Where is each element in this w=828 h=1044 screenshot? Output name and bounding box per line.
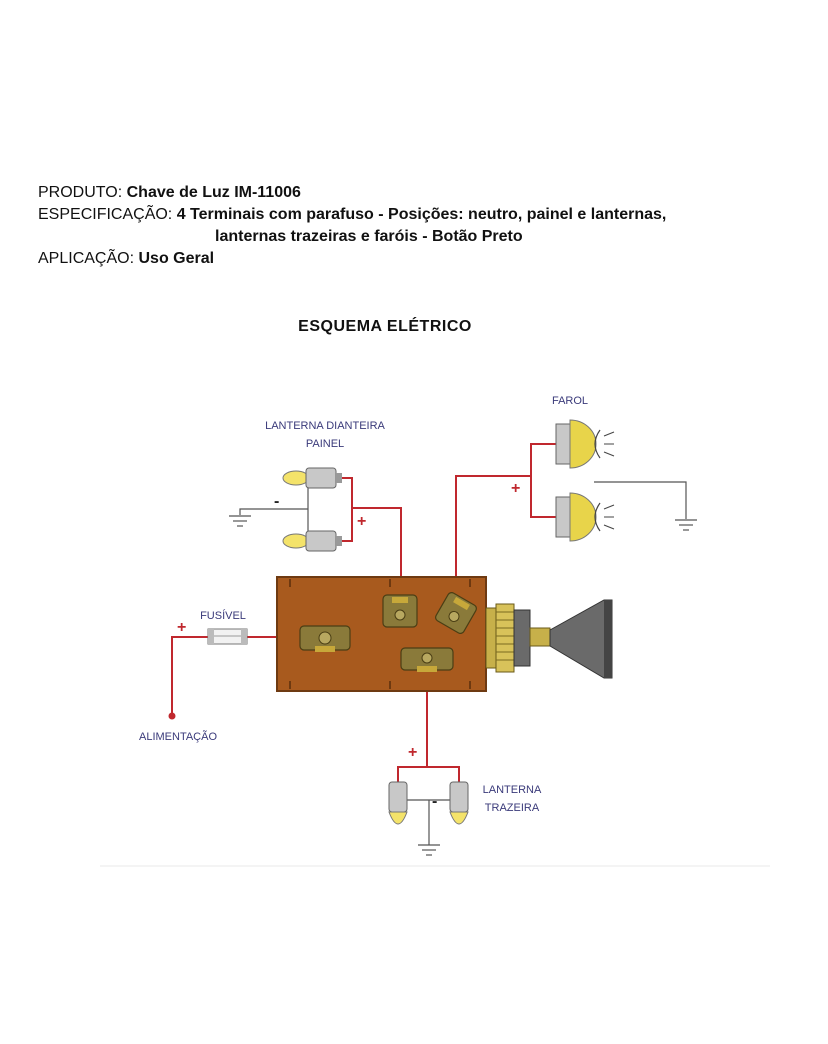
diagram-title: ESQUEMA ELÉTRICO [298,318,472,335]
label-alimentacao: ALIMENTAÇÃO [139,730,217,743]
terminal-left [299,625,351,652]
ground-wires [239,478,687,845]
wire-rear [397,686,428,782]
front-lamp-top [282,467,342,489]
terminal-bottom [400,647,454,672]
rear-lamp-right [449,781,469,825]
sign-minus-front: - [274,493,279,510]
wires [171,443,556,782]
sign-plus-alimentacao: + [177,619,186,636]
label-lanterna-dianteira: LANTERNA DIANTEIRA [265,420,385,432]
wire-alimentacao [171,636,208,716]
especificacao-row: ESPECIFICAÇÃO: 4 Terminais com parafuso … [38,204,666,226]
terminal-top-left [382,594,418,628]
produto-label: PRODUTO: [38,184,123,201]
wire-rear-right [427,766,460,782]
wire-farol-lower [530,476,556,518]
label-farol: FAROL [552,395,588,407]
switch-knob [485,599,613,679]
front-lamp-bottom [282,530,342,552]
wire-front-lamp-top [342,477,402,584]
aplicacao-row: APLICAÇÃO: Uso Geral [38,248,666,270]
sign-plus-rear: + [408,744,417,761]
ground-symbol-rear [418,844,440,856]
produto-value: Chave de Luz IM-11006 [126,184,301,201]
fuse [207,628,248,645]
ground-rear [405,799,452,845]
especificacao-value-1: 4 Terminais com parafuso - Posições: neu… [176,206,667,223]
produto-row: PRODUTO: Chave de Luz IM-11006 [38,182,666,204]
alimentacao-dot [168,712,176,720]
aplicacao-label: APLICAÇÃO: [38,250,135,267]
farol-lower [555,492,615,542]
ground-symbols [229,515,697,856]
ground-farol [594,481,687,519]
sign-plus-farol: + [511,480,520,497]
wire-farol [455,475,531,586]
especificacao-value-2: lanternas trazeiras e faróis - Botão Pre… [215,228,523,245]
wire-front-lamp-bottom [342,508,353,542]
farol-upper [555,419,615,469]
switch-body [276,576,487,692]
sign-plus-front: + [357,513,366,530]
wire-farol-upper [530,443,556,476]
label-trazeira: TRAZEIRA [485,802,540,814]
sign-minus-rear: - [432,793,437,810]
label-fusivel: FUSÍVEL [200,609,246,622]
label-lanterna: LANTERNA [483,784,542,796]
terminal-top-right [435,592,477,634]
especificacao-row-2: lanternas trazeiras e faróis - Botão Pre… [38,226,666,248]
rear-lamp-left [388,781,408,825]
ground-symbol-farol [675,519,697,531]
especificacao-label: ESPECIFICAÇÃO: [38,206,173,223]
ground-front [239,508,308,515]
label-painel: PAINEL [306,438,344,450]
aplicacao-value: Uso Geral [138,250,215,267]
ground-symbol-front [229,515,251,527]
product-spec: PRODUTO: Chave de Luz IM-11006 ESPECIFIC… [38,182,666,270]
